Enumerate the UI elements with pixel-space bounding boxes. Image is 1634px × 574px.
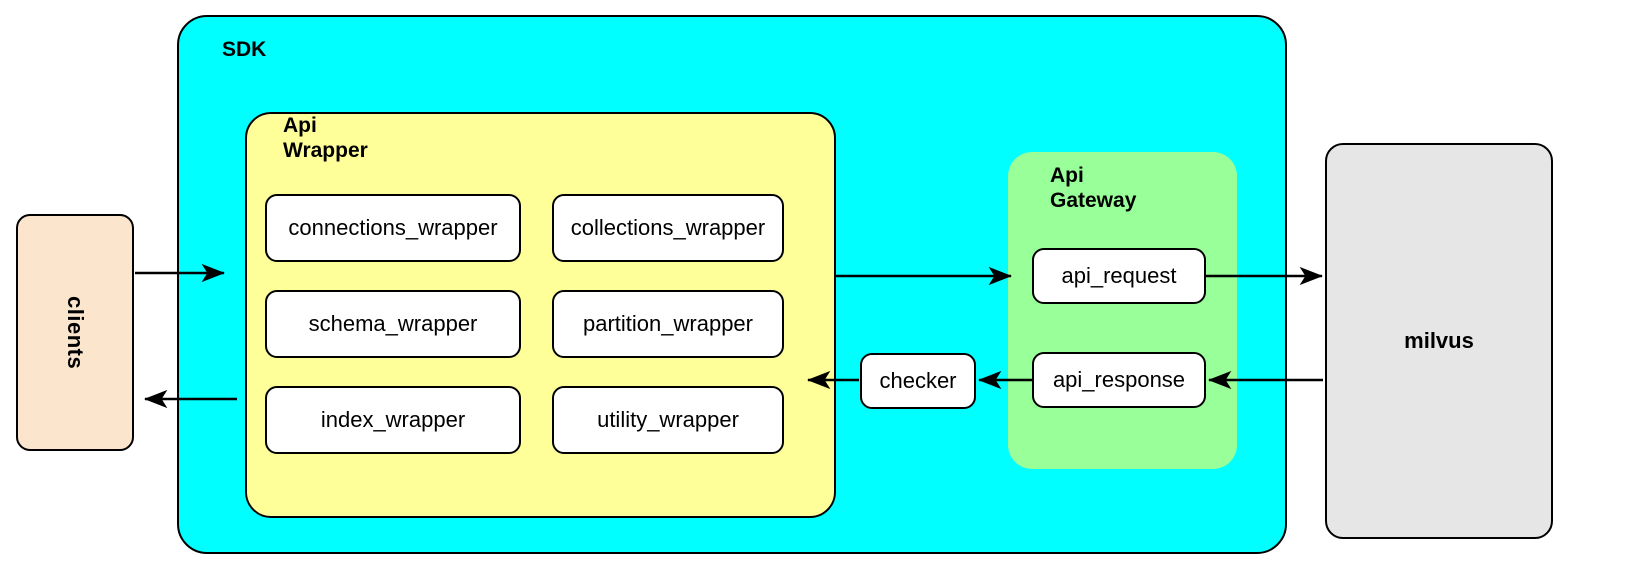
api-request-label: api_request <box>1061 263 1177 288</box>
utility-wrapper-label: utility_wrapper <box>597 407 739 432</box>
api-request-box[interactable]: api_request <box>1032 248 1206 304</box>
utility-wrapper-box[interactable]: utility_wrapper <box>552 386 784 454</box>
collections-wrapper-box[interactable]: collections_wrapper <box>552 194 784 262</box>
api-response-box[interactable]: api_response <box>1032 352 1206 408</box>
clients-node[interactable]: clients <box>16 214 134 451</box>
index-wrapper-label: index_wrapper <box>320 407 466 432</box>
connections-wrapper-box[interactable]: connections_wrapper <box>265 194 521 262</box>
milvus-label: milvus <box>1404 328 1474 353</box>
partition-wrapper-box[interactable]: partition_wrapper <box>552 290 784 358</box>
api-gateway-container[interactable] <box>1008 152 1237 469</box>
checker-box[interactable]: checker <box>860 353 976 409</box>
index-wrapper-box[interactable]: index_wrapper <box>265 386 521 454</box>
clients-label: clients <box>63 295 88 370</box>
partition-wrapper-label: partition_wrapper <box>583 311 753 336</box>
checker-label: checker <box>879 368 957 393</box>
milvus-node[interactable]: milvus <box>1325 143 1553 539</box>
api-response-label: api_response <box>1052 367 1186 392</box>
schema-wrapper-label: schema_wrapper <box>308 311 478 336</box>
connections-wrapper-label: connections_wrapper <box>288 215 498 240</box>
schema-wrapper-box[interactable]: schema_wrapper <box>265 290 521 358</box>
collections-wrapper-label: collections_wrapper <box>570 215 766 240</box>
